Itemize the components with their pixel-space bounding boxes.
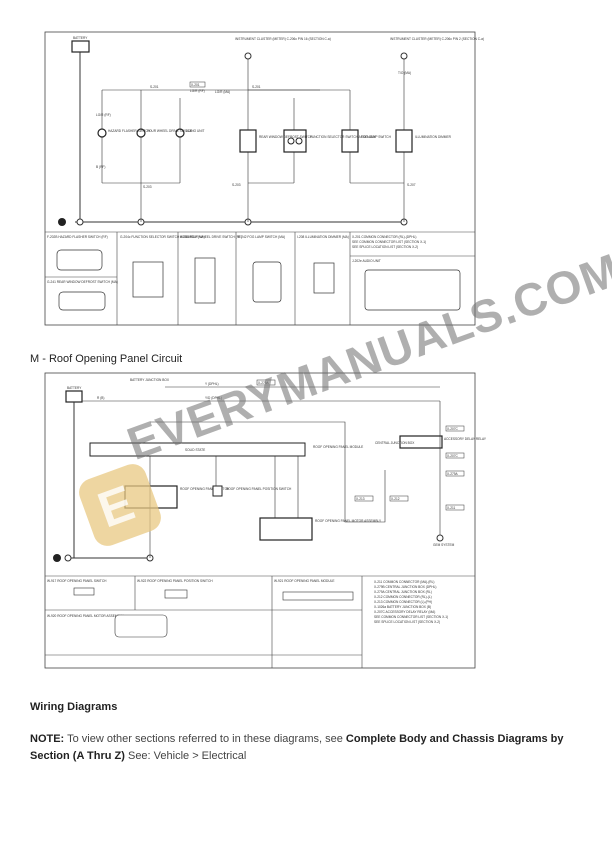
note-tail: See: Vehicle > Electrical [124,750,247,762]
svg-text:FOG LAMP SWITCH: FOG LAMP SWITCH [361,135,392,139]
svg-text:INSTRUMENT CLUSTER (METER) C-2: INSTRUMENT CLUSTER (METER) C-206c PIN 2 … [390,37,484,41]
svg-text:BATTERY: BATTERY [67,386,82,390]
svg-text:S-201: S-201 [150,85,159,89]
svg-text:REAR WINDOW DEFROST SWITCH: REAR WINDOW DEFROST SWITCH [259,135,313,139]
svg-text:X-279A: X-279A [258,381,270,385]
sections-link[interactable]: Complete Body and Chassis Diagrams by Se… [30,733,564,762]
svg-text:X-207C: X-207C [447,427,459,431]
svg-text:ILLUMINATION DIMMER: ILLUMINATION DIMMER [415,135,452,139]
svg-text:F-202B HAZARD FLASHER SWITCH (: F-202B HAZARD FLASHER SWITCH (RF) [47,235,108,239]
svg-text:CENTRAL JUNCTION BOX: CENTRAL JUNCTION BOX [375,441,415,445]
svg-text:AUDIO UNIT: AUDIO UNIT [186,129,204,133]
svg-text:S-203: S-203 [232,183,241,187]
svg-text:X-211: X-211 [447,506,455,510]
battery-symbol [71,40,90,53]
svg-text:J-202e AUDIO UNIT: J-202e AUDIO UNIT [352,259,381,263]
svg-text:BATTERY JUNCTION BOX: BATTERY JUNCTION BOX [130,378,170,382]
svg-text:X-279B CENTRAL JUNCTION BOX (D: X-279B CENTRAL JUNCTION BOX (DPHL) [374,585,436,589]
svg-text:LG/R (MA): LG/R (MA) [215,90,230,94]
note-text: To view other sections referred to in th… [64,733,346,745]
svg-text:X-207C ACCESSORY DELAY RELAY (: X-207C ACCESSORY DELAY RELAY (MA) [374,610,435,614]
svg-text:X-201 COMMON CONNECTOR (RL)-(D: X-201 COMMON CONNECTOR (RL)-(DPHL) [352,235,416,239]
wiring-diagram-roof-opening-panel: BATTERY BATTERY JUNCTION BOX R (B) Y (DP… [44,372,487,669]
svg-text:W-917 ROOF OPENING PANEL SWITC: W-917 ROOF OPENING PANEL SWITCH [47,579,107,583]
svg-text:LG/R (RF): LG/R (RF) [190,89,205,93]
svg-text:LG/R (RF): LG/R (RF) [96,113,111,117]
svg-text:B (RF): B (RF) [96,165,105,169]
note-paragraph: NOTE: To view other sections referred to… [30,731,590,765]
svg-text:FOUR WHEEL DRIVE SWITCH: FOUR WHEEL DRIVE SWITCH [147,129,193,133]
svg-text:SEE SPLICE LOCATION LIST (SECT: SEE SPLICE LOCATION LIST (SECTION X-2) [352,245,418,249]
svg-text:INSTRUMENT CLUSTER (METER) C-2: INSTRUMENT CLUSTER (METER) C-206c PIN 16… [235,37,331,41]
svg-text:W-920 ROOF OPENING PANEL MOTOR: W-920 ROOF OPENING PANEL MOTOR ASSEMBLY [47,614,124,618]
svg-text:I-208 ILLUMINATION DIMMER (MA): I-208 ILLUMINATION DIMMER (MA) [297,235,349,239]
svg-text:W-922 ROOF OPENING PANEL POSIT: W-922 ROOF OPENING PANEL POSITION SWITCH [137,579,213,583]
svg-text:T/O (MA): T/O (MA) [398,71,411,75]
diagram-caption: M - Roof Opening Panel Circuit [30,353,183,365]
section-heading: Wiring Diagrams [30,701,118,713]
svg-text:X-1026a BATTERY JUNCTION BOX (: X-1026a BATTERY JUNCTION BOX (B) [374,605,431,609]
svg-text:X-279A CENTRAL JUNCTION BOX (R: X-279A CENTRAL JUNCTION BOX (RL) [374,590,432,594]
svg-text:Y (DPHL): Y (DPHL) [205,382,219,386]
svg-text:ROOF OPENING PANEL POSITION SW: ROOF OPENING PANEL POSITION SWITCH [226,487,292,491]
svg-text:BATTERY: BATTERY [73,36,88,40]
svg-text:X-201: X-201 [191,83,200,87]
svg-text:X-279A: X-279A [447,472,459,476]
note-label: NOTE: [30,733,65,745]
svg-text:G-241 REAR WINDOW DEFROST SWIT: G-241 REAR WINDOW DEFROST SWITCH (MA) [47,280,118,284]
svg-text:Y/D (DPHL): Y/D (DPHL) [205,396,222,400]
svg-text:SEE COMMON CONNECTOR LIST (SEC: SEE COMMON CONNECTOR LIST (SECTION X-1) [352,240,426,244]
svg-text:SEE COMMON CONNECTOR LIST (SEC: SEE COMMON CONNECTOR LIST (SECTION X-1) [374,615,448,619]
svg-text:HAZARD FLASHER SWITCH: HAZARD FLASHER SWITCH [108,129,151,133]
svg-text:ROOF OPENING PANEL MOTOR ASSEM: ROOF OPENING PANEL MOTOR ASSEMBLY [315,519,382,523]
svg-text:ROOF OPENING PANEL MODULE: ROOF OPENING PANEL MODULE [313,445,363,449]
wiring-diagram-1: BATTERY S-201 LG/R (RF) LG/R (MA) X-201 … [44,31,484,326]
svg-text:S-201: S-201 [252,85,261,89]
svg-text:S-207: S-207 [407,183,416,187]
svg-text:X-207C: X-207C [447,454,459,458]
svg-text:FUNCTION SELECTOR SWITCH ASSEM: FUNCTION SELECTOR SWITCH ASSEMBLY [310,135,376,139]
svg-text:G-204c FUNCTION SELECTOR SWITC: G-204c FUNCTION SELECTOR SWITCH ASSEMBLY… [120,235,205,239]
svg-text:X-213 COMMON CONNECTOR (L)-(PH: X-213 COMMON CONNECTOR (L)-(PH) [374,600,432,604]
svg-text:X-212: X-212 [391,497,400,501]
svg-text:E-242 FOG LAMP SWITCH (MA): E-242 FOG LAMP SWITCH (MA) [238,235,285,239]
svg-text:SEE SPLICE LOCATION LIST (SECT: SEE SPLICE LOCATION LIST (SECTION X-2) [374,620,440,624]
svg-text:ACCESSORY DELAY RELAY: ACCESSORY DELAY RELAY [444,437,487,441]
svg-text:ROOF OPENING PANEL SWITCH: ROOF OPENING PANEL SWITCH [180,487,230,491]
svg-text:X-213: X-213 [356,497,365,501]
svg-text:X-211 COMMON CONNECTOR (MA)-(R: X-211 COMMON CONNECTOR (MA)-(RL) [374,580,434,584]
svg-text:H-284 FOUR WHEEL DRIVE SWITCH: H-284 FOUR WHEEL DRIVE SWITCH (RF) [180,235,242,239]
svg-text:X-212 COMMON CONNECTOR (RL)-(L: X-212 COMMON CONNECTOR (RL)-(L) [374,595,432,599]
svg-text:GEM SYSTEM: GEM SYSTEM [433,543,455,547]
svg-text:S-203: S-203 [143,185,152,189]
svg-text:SOLID STATE: SOLID STATE [185,448,205,452]
svg-text:W-921 ROOF OPENING PANEL MODUL: W-921 ROOF OPENING PANEL MODULE [274,579,335,583]
svg-text:R (B): R (B) [97,396,104,400]
